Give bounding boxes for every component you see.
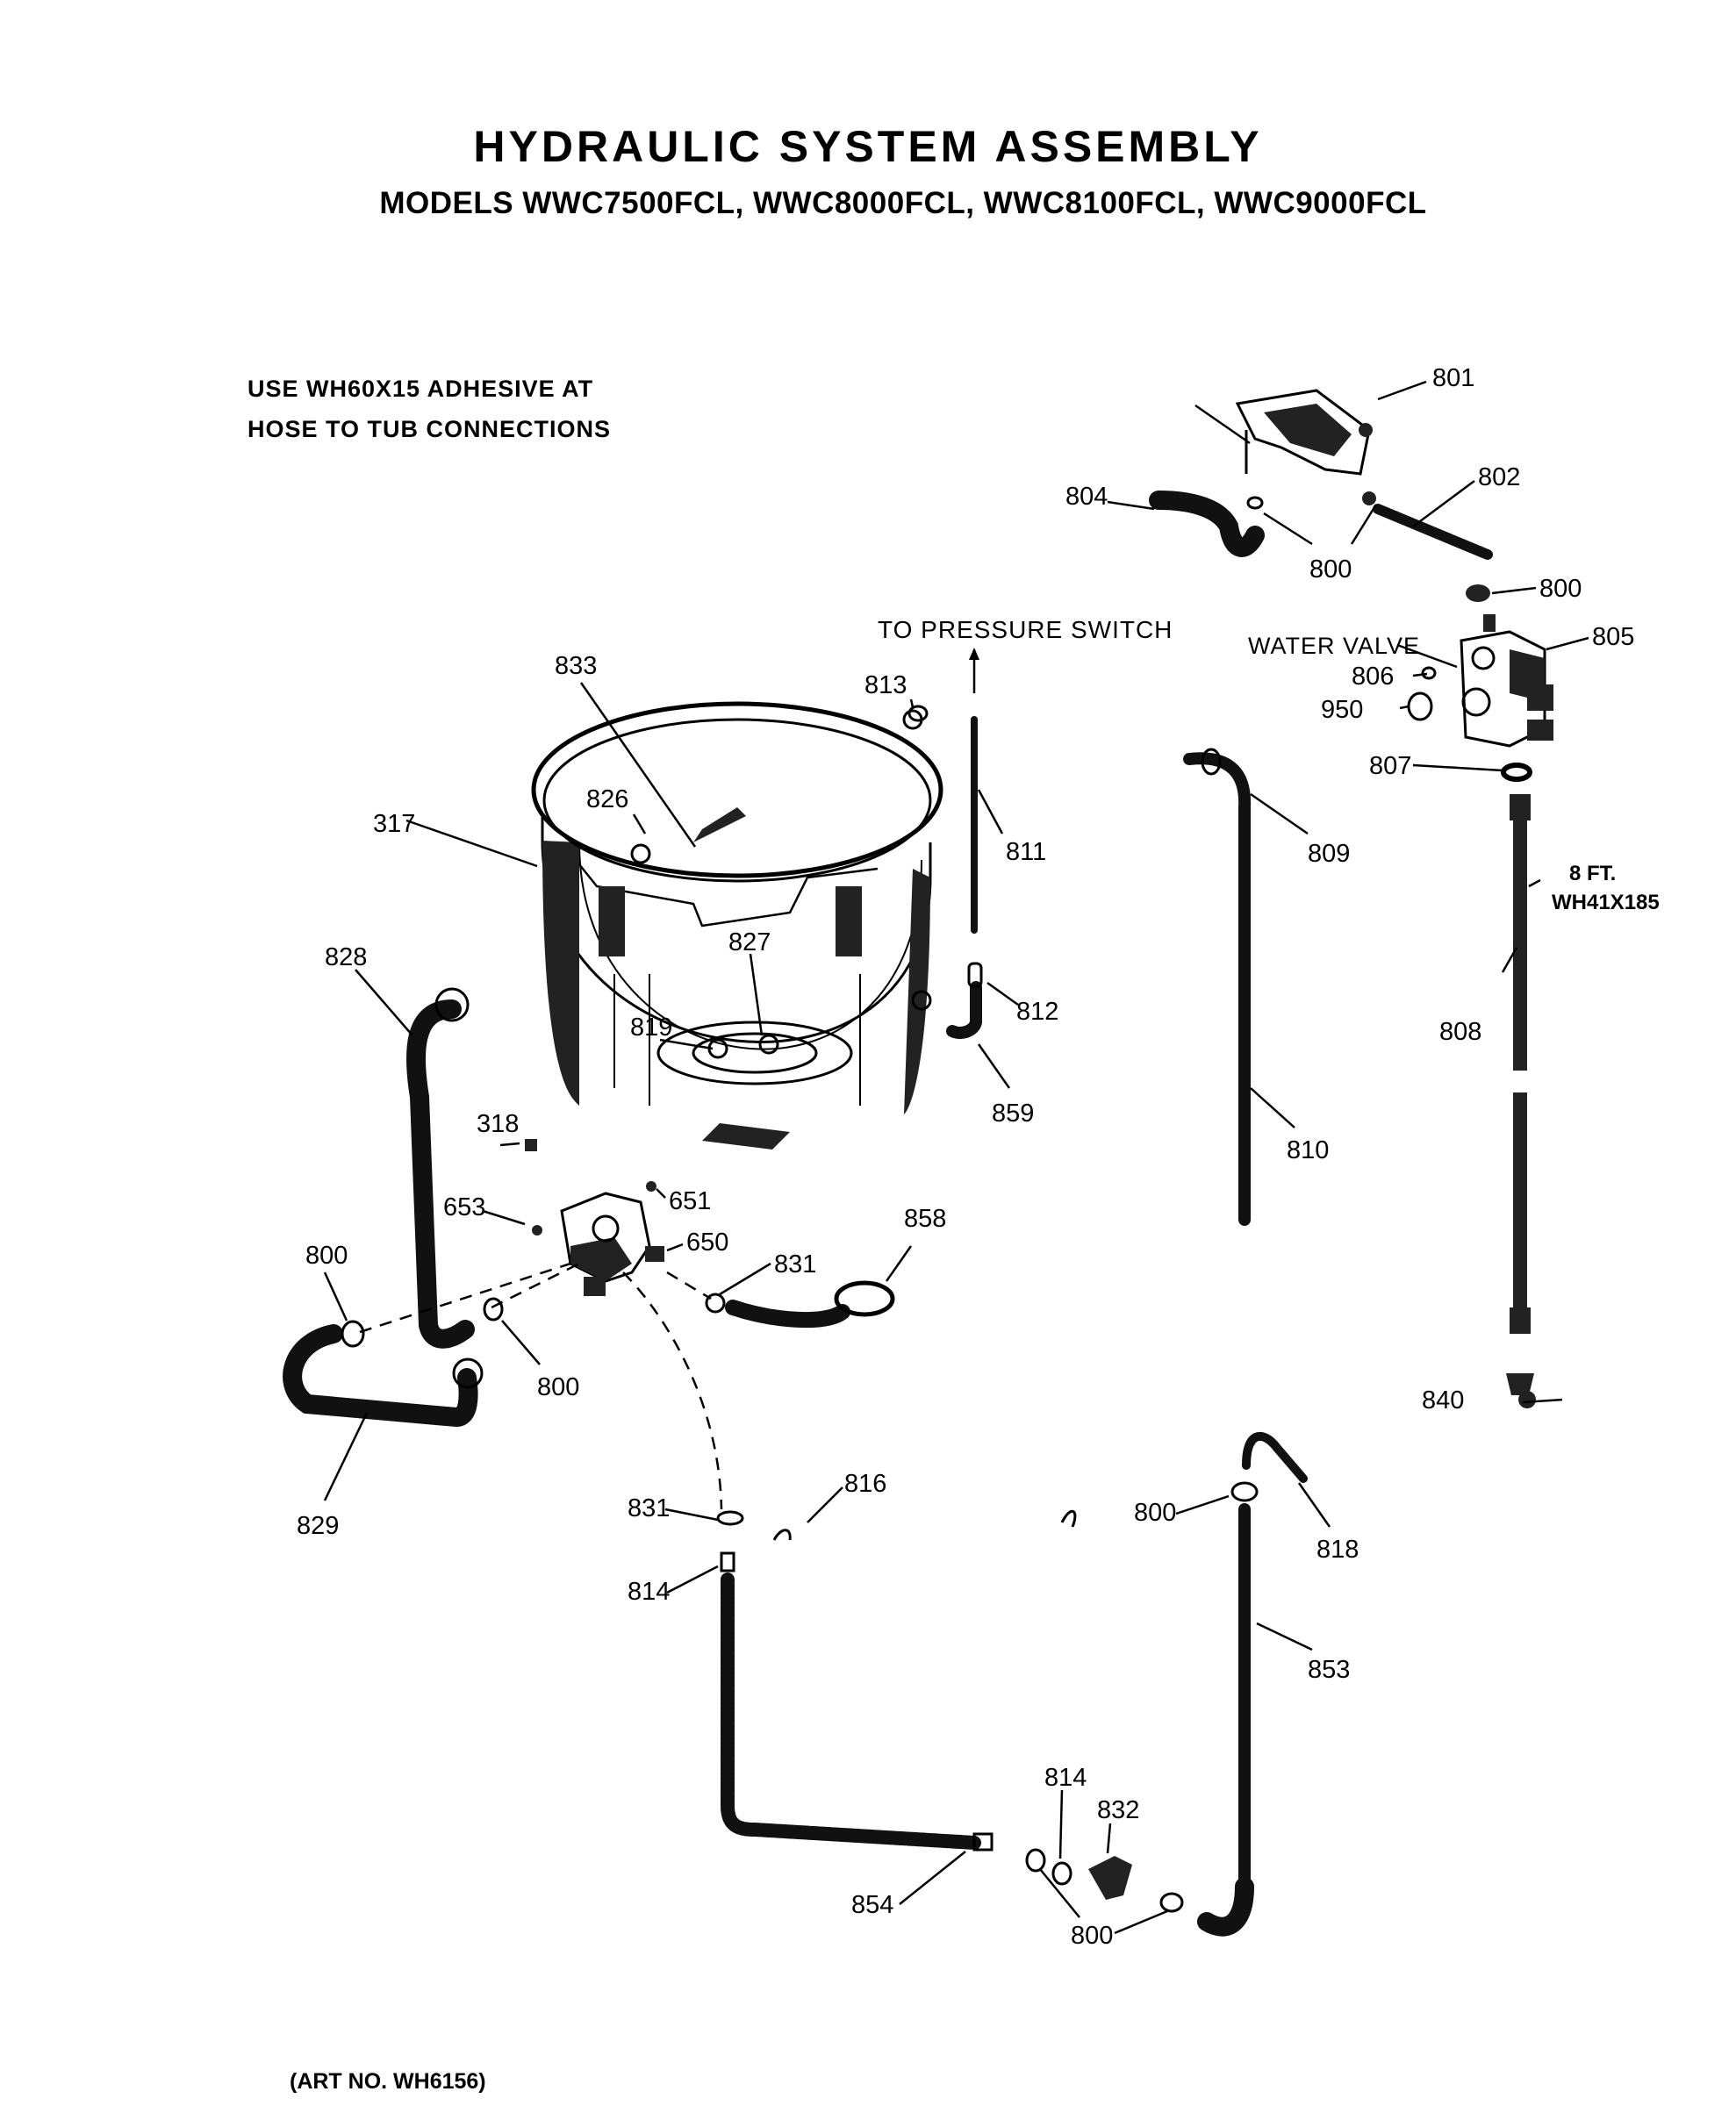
callout-832: 832	[1097, 1796, 1139, 1824]
art-number: (ART NO. WH6156)	[290, 2069, 486, 2094]
callout-809: 809	[1308, 840, 1350, 868]
callout-833: 833	[555, 652, 597, 680]
callout-802: 802	[1478, 463, 1520, 491]
callout-653: 653	[443, 1193, 485, 1221]
callout-317: 317	[373, 810, 415, 838]
callout-806: 806	[1352, 663, 1394, 691]
clamp-831	[705, 1293, 726, 1314]
callout-811: 811	[1006, 838, 1046, 866]
check-valve-drawing	[1025, 1848, 1184, 1913]
adhesive-note-line-2: HOSE TO TUB CONNECTIONS	[247, 416, 612, 442]
plug-813	[907, 705, 929, 722]
callout-labels: 801 802 804 800 800 805 806 950 807 813 …	[297, 364, 1634, 1950]
callout-819: 819	[630, 1014, 672, 1042]
hose-828	[405, 999, 475, 1349]
callout-800-valve: 800	[1539, 575, 1582, 603]
callout-859: 859	[992, 1100, 1034, 1128]
pump-drawing	[532, 1181, 664, 1296]
callout-800-left: 800	[305, 1242, 348, 1270]
callout-651: 651	[669, 1187, 711, 1215]
water-valve-annotation: WATER VALVE	[1248, 633, 1420, 659]
clip-318	[525, 1139, 537, 1151]
hose-part-annotation: WH41X185	[1552, 891, 1660, 914]
page-subtitle: MODELS WWC7500FCL, WWC8000FCL, WWC8100FC…	[379, 186, 1427, 220]
page-title: HYDRAULIC SYSTEM ASSEMBLY	[473, 122, 1263, 171]
callout-827: 827	[728, 928, 771, 956]
clamp-800-mid	[483, 1297, 504, 1322]
callout-805: 805	[1592, 623, 1634, 651]
callout-801: 801	[1432, 364, 1474, 392]
hose-length-annotation: 8 FT.	[1569, 862, 1616, 885]
callout-800-mid: 800	[537, 1373, 579, 1401]
callout-816: 816	[844, 1470, 886, 1498]
callout-800-right: 800	[1134, 1499, 1176, 1527]
callout-853: 853	[1308, 1656, 1350, 1684]
callout-804: 804	[1065, 483, 1108, 511]
callout-800-top: 800	[1309, 555, 1352, 584]
hose-828-end	[434, 987, 470, 1022]
clamp-800-left	[341, 1320, 365, 1348]
callout-813: 813	[864, 671, 907, 699]
hose-858-end	[834, 1280, 895, 1317]
dispenser-drawing	[1149, 389, 1493, 560]
callout-814-lower: 814	[1044, 1764, 1087, 1792]
hose-859	[946, 981, 982, 1039]
callout-814-upper: 814	[628, 1578, 670, 1606]
callout-807: 807	[1369, 752, 1411, 780]
filter-840	[1518, 1391, 1536, 1408]
callout-840: 840	[1422, 1386, 1464, 1415]
callout-831-lower: 831	[628, 1494, 670, 1522]
hose-829	[283, 1324, 478, 1428]
fitting-812	[967, 962, 983, 988]
callout-808: 808	[1439, 1018, 1481, 1046]
callout-826: 826	[586, 785, 628, 813]
callout-828: 828	[325, 943, 367, 971]
hose-829-end	[452, 1357, 484, 1389]
callout-650: 650	[686, 1228, 728, 1257]
hose-810	[1183, 752, 1252, 1226]
pressure-switch-annotation: TO PRESSURE SWITCH	[878, 616, 1173, 643]
callout-810: 810	[1287, 1136, 1329, 1164]
callout-318: 318	[477, 1110, 519, 1138]
callout-854: 854	[851, 1891, 893, 1919]
fill-hose-808	[1506, 794, 1534, 1395]
water-valve-drawing	[1407, 584, 1553, 782]
dashed-connection-lines	[359, 1262, 723, 1510]
drain-hose-854	[720, 1529, 994, 1852]
callout-812: 812	[1016, 998, 1058, 1026]
leader-lines	[323, 380, 1589, 1935]
callout-858: 858	[904, 1205, 946, 1233]
adhesive-note-line-1: USE WH60X15 ADHESIVE AT	[247, 376, 594, 402]
hose-818	[1242, 1431, 1308, 1483]
outer-tub-drawing	[531, 701, 943, 1150]
callout-829: 829	[297, 1512, 339, 1540]
callout-831-pump: 831	[774, 1250, 816, 1279]
callout-800-bottom: 800	[1071, 1922, 1113, 1950]
callout-818: 818	[1316, 1536, 1359, 1564]
clamp-831-lower	[716, 1510, 744, 1526]
callout-950: 950	[1321, 696, 1363, 724]
hose-858	[725, 1300, 850, 1329]
